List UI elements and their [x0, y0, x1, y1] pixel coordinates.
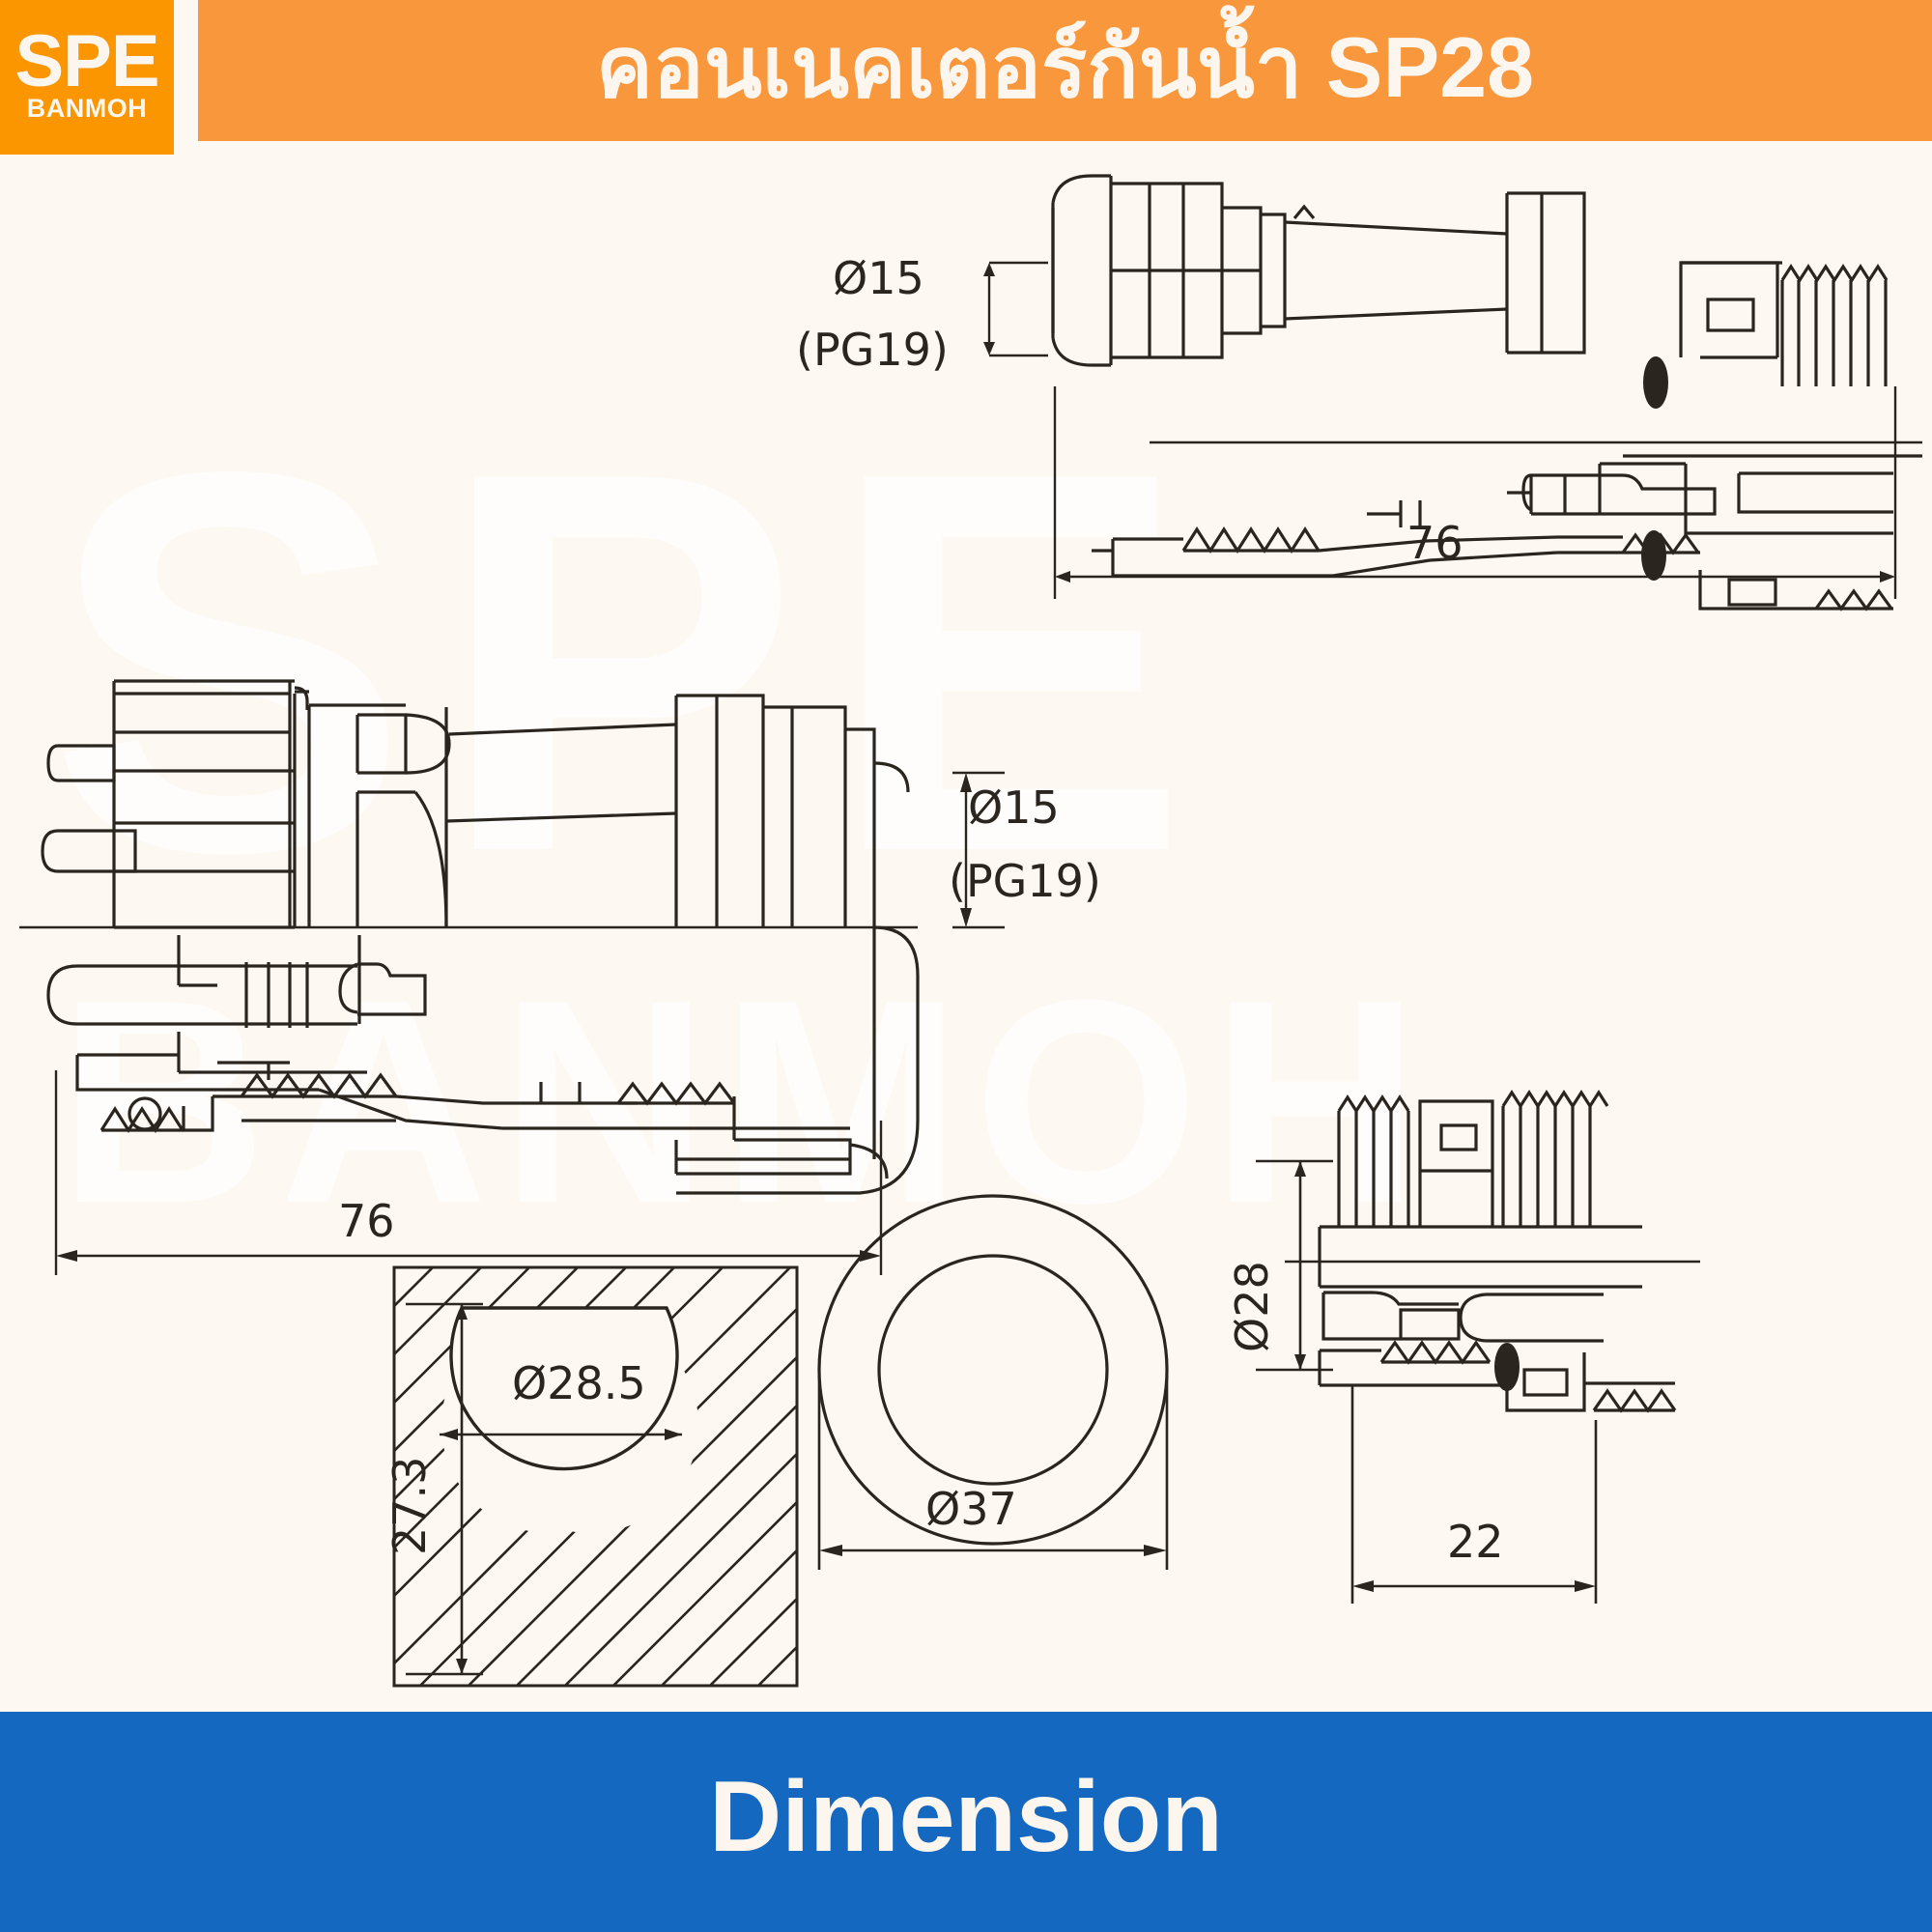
- page-footer: Dimension: [0, 1712, 1932, 1932]
- front-view-drawing: [817, 1194, 1169, 1570]
- footer-caption: Dimension: [709, 1761, 1223, 1873]
- label-front-view-diameter: Ø37: [925, 1483, 1017, 1535]
- header-title-band: คอนเนคเตอร์กันน้ำ SP28: [198, 0, 1932, 141]
- logo-primary-text: SPE: [14, 19, 159, 102]
- label-cutout-height: 27.3: [384, 1456, 436, 1555]
- label-top-pg-thread: (PG19): [796, 324, 949, 376]
- label-cutout-diameter: Ø28.5: [512, 1357, 646, 1409]
- label-receptacle-diameter: Ø28: [1226, 1261, 1278, 1352]
- label-middle-pg-thread: (PG19): [949, 855, 1101, 907]
- middle-assembly-drawing: [19, 679, 1005, 1275]
- brand-logo[interactable]: SPE BANMOH: [0, 0, 174, 155]
- label-top-diameter: Ø15: [833, 252, 924, 304]
- receptacle-drawing: [1256, 1090, 1700, 1604]
- top-assembly-drawing: [983, 174, 1922, 611]
- label-top-length: 76: [1406, 517, 1463, 569]
- logo-secondary-text: BANMOH: [26, 94, 148, 124]
- label-receptacle-length: 22: [1447, 1516, 1504, 1568]
- page-header: SPE BANMOH คอนเนคเตอร์กันน้ำ SP28: [0, 0, 1932, 155]
- panel-cutout-drawing: [392, 1265, 799, 1688]
- page-title: คอนเนคเตอร์กันน้ำ SP28: [595, 19, 1535, 115]
- technical-drawings-area: Ø15 (PG19) 76 Ø15 (PG19) 76 Ø28.5 27.3 Ø…: [0, 155, 1932, 1712]
- label-middle-diameter: Ø15: [968, 781, 1060, 834]
- label-middle-length: 76: [338, 1195, 395, 1247]
- drawings-svg: [19, 174, 1922, 1688]
